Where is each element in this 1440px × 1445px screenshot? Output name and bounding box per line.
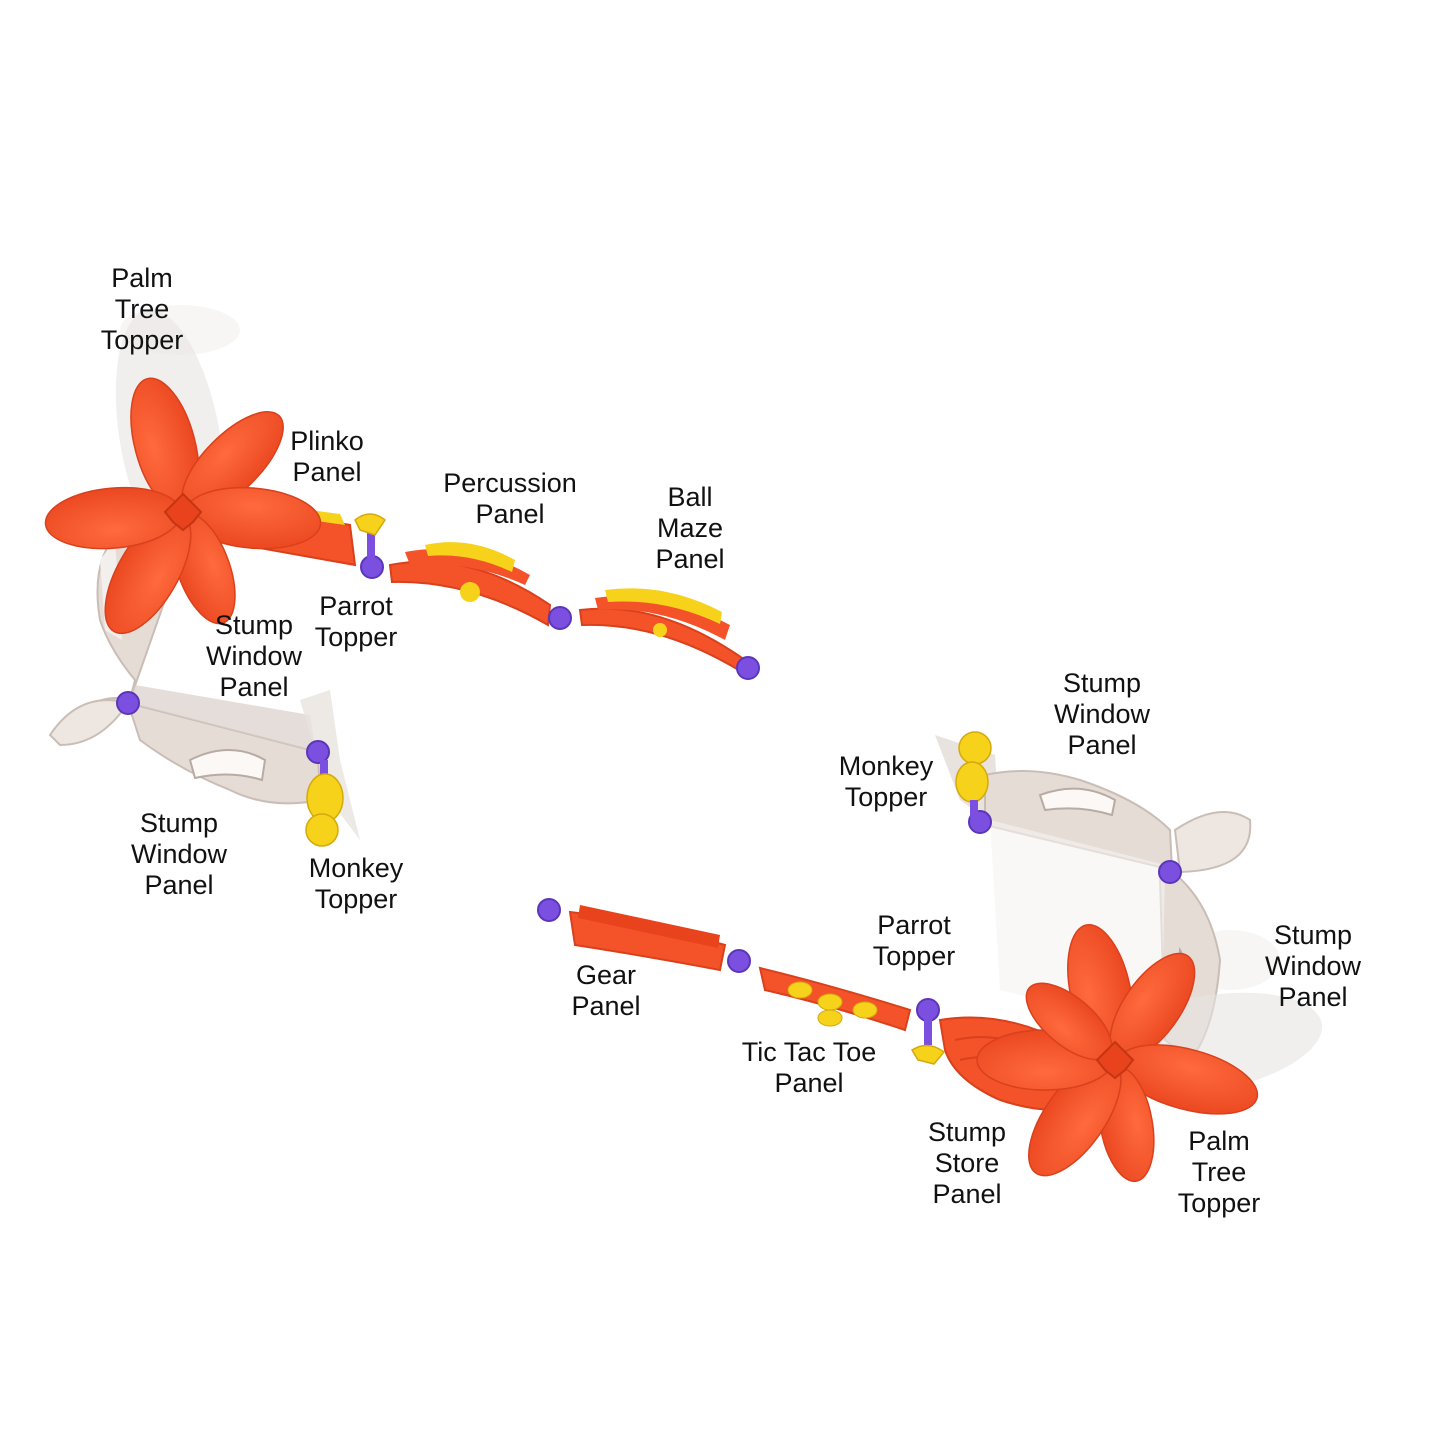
tic-tac-toe-panel-art xyxy=(758,966,912,1032)
monkey-topper-left-art xyxy=(305,760,344,847)
percussion-panel-art xyxy=(388,542,552,627)
palm-tree-topper-left-art xyxy=(44,309,322,635)
gear-panel-art xyxy=(568,905,727,972)
parrot-topper-right-art xyxy=(910,1015,946,1065)
left-posts xyxy=(116,555,760,764)
label-parrot-topper-left: Parrot Topper xyxy=(314,591,398,652)
label-ball-maze-panel: Ball Maze Panel xyxy=(655,482,725,574)
label-palm-tree-topper-right: Palm Tree Topper xyxy=(1177,1126,1261,1218)
palm-tree-topper-right-art xyxy=(976,923,1323,1183)
monkey-topper-right-art xyxy=(955,731,992,818)
label-monkey-topper-left: Monkey Topper xyxy=(308,853,404,914)
label-plinko-panel: Plinko Panel xyxy=(290,426,364,487)
label-stump-store-panel: Stump Store Panel xyxy=(927,1117,1007,1209)
ball-maze-panel-art xyxy=(578,588,747,674)
label-percussion-panel: Percussion Panel xyxy=(443,468,577,529)
label-stump-window-panel-right-side: Stump Window Panel xyxy=(1264,920,1362,1012)
label-stump-window-panel-left-outer: Stump Window Panel xyxy=(130,808,228,900)
label-gear-panel: Gear Panel xyxy=(571,960,641,1021)
parrot-topper-left-art xyxy=(354,513,387,565)
label-stump-window-panel-left-inner: Stump Window Panel xyxy=(205,610,303,702)
label-palm-tree-topper-left: Palm Tree Topper xyxy=(100,263,184,355)
label-tic-tac-toe-panel: Tic Tac Toe Panel xyxy=(741,1037,877,1098)
right-posts xyxy=(537,810,1182,1022)
label-stump-window-panel-right-top: Stump Window Panel xyxy=(1053,668,1151,760)
label-monkey-topper-right: Monkey Topper xyxy=(838,751,934,812)
label-parrot-topper-right: Parrot Topper xyxy=(872,910,956,971)
